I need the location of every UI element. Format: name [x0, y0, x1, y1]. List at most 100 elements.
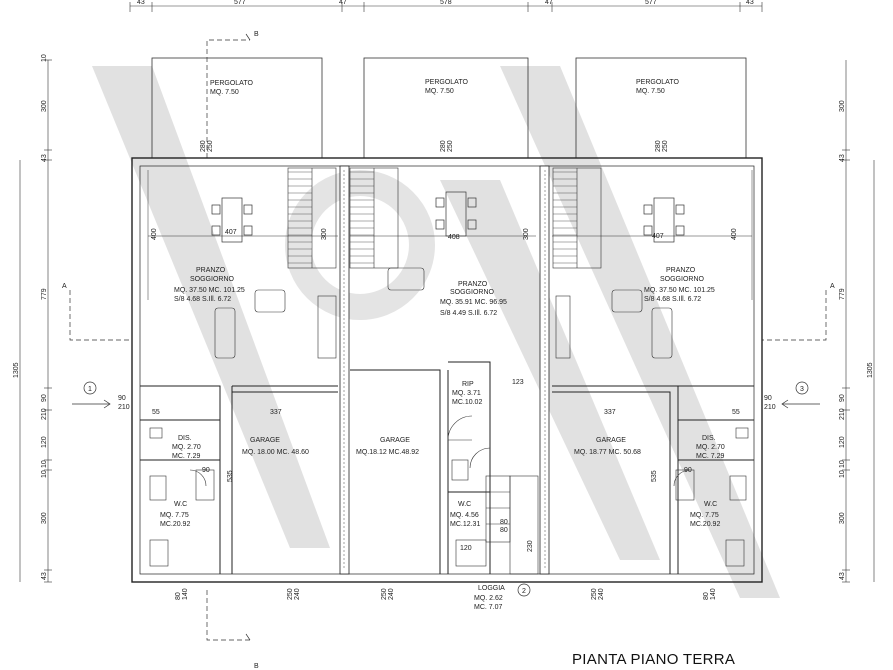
right-dim-2: 779 — [839, 288, 846, 300]
pergolato-1-area: MQ. 7.50 — [210, 89, 239, 96]
wc-2-line1: MQ. 4.56 — [450, 512, 479, 519]
soggiorno-2-line2: S/8 4.49 S.Ill. 6.72 — [440, 310, 497, 317]
watermark-logo — [92, 66, 780, 598]
small-dim-80-b: 80 — [500, 527, 508, 534]
top-dim-3: 578 — [440, 0, 452, 6]
staircases — [287, 167, 602, 269]
soggiorno-1-line1: MQ. 37.50 MC. 101.25 — [174, 287, 245, 294]
wall-dim-2: 300 — [321, 228, 328, 240]
top-dim-5: 577 — [645, 0, 657, 6]
dining-tables — [211, 191, 685, 243]
bottom-dim-6: 250 — [591, 588, 598, 600]
loggia-line2: MC. 7.07 — [474, 604, 503, 611]
bottom-dim-7: 240 — [598, 588, 605, 600]
small-dim-210-left: 210 — [118, 404, 130, 411]
top-dim-4: 47 — [545, 0, 553, 6]
dis-2-line1: MQ. 2.70 — [696, 444, 725, 451]
window-dim-2a: 280 — [440, 140, 447, 152]
soggiorno-3-line2: S/8 4.68 S.Ill. 6.72 — [644, 296, 701, 303]
dis-1-line2: MC. 7.29 — [172, 453, 201, 460]
rip-line2: MC.10.02 — [452, 399, 482, 406]
wall-dim-1: 400 — [151, 228, 158, 240]
entry-markers — [72, 381, 820, 597]
dis-2-name: DIS. — [702, 435, 716, 442]
table-dim-2: 408 — [448, 234, 460, 241]
small-dim-55-right: 55 — [732, 409, 740, 416]
entry-marker-1: 1 — [88, 386, 92, 393]
right-dim-1: 43 — [839, 154, 846, 162]
garage-3-name: GARAGE — [596, 437, 626, 444]
garage-dim-1: 337 — [270, 409, 282, 416]
soggiorno-2-line1: MQ. 35.91 MC. 96.95 — [440, 299, 507, 306]
garage-dim-3: 535 — [227, 470, 234, 482]
dis-2-line2: MC. 7.29 — [696, 453, 725, 460]
wc-3-line2: MC.20.92 — [690, 521, 720, 528]
bottom-dim-2: 250 — [287, 588, 294, 600]
wc-3-name: W.C — [704, 501, 717, 508]
wc-1-name: W.C — [174, 501, 187, 508]
left-dim-4: 90 — [41, 394, 48, 402]
garage-1-line1: MQ. 18.00 MC. 48.60 — [242, 449, 309, 456]
room-dim-lines — [147, 170, 753, 300]
section-line-b — [206, 33, 251, 641]
left-dim-0: 10 — [41, 54, 48, 62]
party-wall-hatch — [343, 170, 546, 570]
garage-1-name: GARAGE — [250, 437, 280, 444]
pergolato-2-area: MQ. 7.50 — [425, 88, 454, 95]
soggiorno-3-line1: MQ. 37.50 MC. 101.25 — [644, 287, 715, 294]
right-dim-4: 210 — [839, 408, 846, 420]
left-dim-8: 10 — [41, 470, 48, 478]
rip-line1: MQ. 3.71 — [452, 390, 481, 397]
soggiorno-3-name2: SOGGIORNO — [660, 276, 705, 283]
top-dim-2: 47 — [339, 0, 347, 6]
sofas — [214, 267, 673, 359]
left-dim-7: 120 — [41, 436, 48, 448]
small-dim-90-wc1: 90 — [202, 467, 210, 474]
small-dim-90-left: 90 — [118, 395, 126, 402]
left-dim-10: 43 — [41, 572, 48, 580]
loggia-name: LOGGIA — [478, 585, 505, 592]
garage-3-line1: MQ. 18.77 MC. 50.68 — [574, 449, 641, 456]
small-dim-230: 230 — [527, 540, 534, 552]
window-dim-3b: 250 — [662, 140, 669, 152]
bottom-dim-9: 140 — [710, 588, 717, 600]
plan-title: PIANTA PIANO TERRA — [572, 651, 735, 668]
right-dim-6: 120 — [839, 436, 846, 448]
left-dim-6: 10 — [41, 460, 48, 468]
bottom-dim-1: 140 — [182, 588, 189, 600]
top-dim-6: 43 — [746, 0, 754, 6]
stair-treads — [288, 171, 577, 264]
small-dim-90-right: 90 — [764, 395, 772, 402]
left-dim-3: 779 — [41, 288, 48, 300]
soggiorno-1-name: PRANZO — [196, 267, 226, 274]
section-line-a — [69, 290, 827, 341]
small-dim-120: 120 — [460, 545, 472, 552]
bottom-dim-4: 250 — [381, 588, 388, 600]
window-dim-3a: 280 — [655, 140, 662, 152]
left-dim-5: 210 — [41, 408, 48, 420]
pergolato-2-name: PERGOLATO — [425, 79, 468, 86]
right-dim-10: 1305 — [867, 362, 874, 378]
right-dim-3: 90 — [839, 394, 846, 402]
bottom-dim-0: 80 — [175, 592, 182, 600]
right-dim-9: 43 — [839, 572, 846, 580]
section-b-top: B — [254, 31, 259, 38]
garage-dim-2: 337 — [604, 409, 616, 416]
section-b-bottom: B — [254, 663, 259, 670]
right-dim-0: 300 — [839, 100, 846, 112]
rip-name: RIP — [462, 381, 474, 388]
top-dim-0: 43 — [137, 0, 145, 6]
top-dimension-line — [129, 2, 763, 12]
doors — [189, 415, 691, 487]
left-dim-2: 43 — [41, 154, 48, 162]
soggiorno-1-name2: SOGGIORNO — [190, 276, 235, 283]
small-dim-210-right: 210 — [764, 404, 776, 411]
right-dim-5: 10 — [839, 460, 846, 468]
pergolato-3-area: MQ. 7.50 — [636, 88, 665, 95]
bottom-dim-8: 80 — [703, 592, 710, 600]
left-dim-9: 300 — [41, 512, 48, 524]
right-dim-7: 10 — [839, 470, 846, 478]
interior-walls — [140, 361, 754, 574]
bottom-dim-5: 240 — [388, 588, 395, 600]
